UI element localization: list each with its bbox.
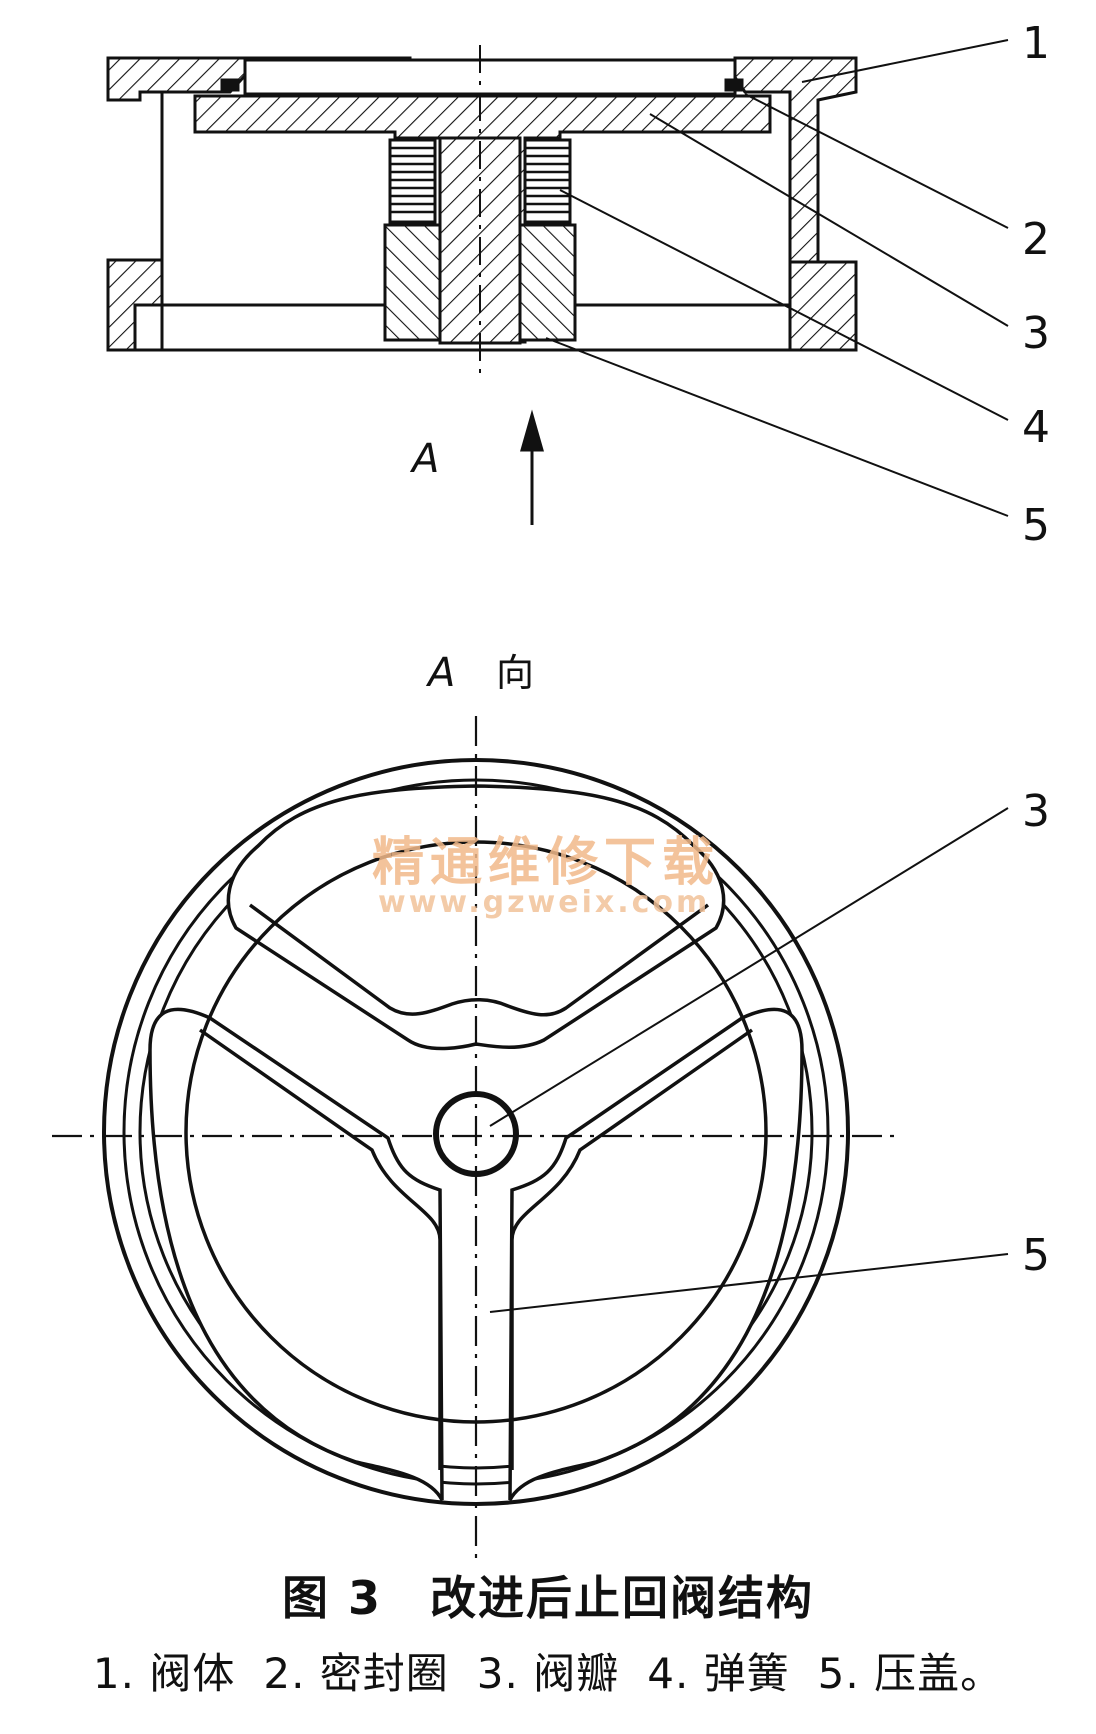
legend-item-5: 5. 压盖。 xyxy=(817,1649,1004,1698)
watermark-url: www.gzweix.com xyxy=(378,885,710,920)
spring-right xyxy=(523,138,572,224)
figure-title: 图 3 改进后止回阀结构 xyxy=(281,1571,815,1625)
part-number-5: 5 xyxy=(1022,500,1050,551)
legend-item-2: 2. 密封圈 xyxy=(263,1649,449,1698)
section-view xyxy=(106,39,1009,525)
part-number-3: 3 xyxy=(1022,308,1050,359)
part-number-4: 4 xyxy=(1022,402,1050,453)
figure-legend: 1. 阀体 2. 密封圈 3. 阀瓣 4. 弹簧 5. 压盖。 xyxy=(0,1640,1096,1701)
bottom-part-number-3: 3 xyxy=(1022,786,1050,837)
part-number-1: 1 xyxy=(1022,18,1050,69)
valve-drawing: 1 2 3 4 5 A A 向 3 5 精通维修下载 www.gzweix.co… xyxy=(52,18,1050,1560)
legend-item-3: 3. 阀瓣 xyxy=(476,1649,620,1698)
press-cover-left xyxy=(383,223,442,342)
top-plate xyxy=(243,58,737,96)
part-number-2: 2 xyxy=(1022,214,1050,265)
seal-ring-right xyxy=(724,78,744,92)
bottom-view xyxy=(52,716,1009,1560)
legend-item-4: 4. 弹簧 xyxy=(647,1649,790,1698)
bottom-part-number-5: 5 xyxy=(1022,1230,1050,1281)
press-cover-right xyxy=(518,223,577,342)
legend-item-1: 1. 阀体 xyxy=(92,1649,236,1698)
spring-left xyxy=(388,138,437,224)
view-title-word: 向 xyxy=(496,651,534,695)
watermark-text: 精通维修下载 xyxy=(372,832,720,893)
seal-ring-left xyxy=(220,78,240,92)
view-title-letter: A xyxy=(425,650,455,696)
view-arrow-letter: A xyxy=(409,436,439,482)
